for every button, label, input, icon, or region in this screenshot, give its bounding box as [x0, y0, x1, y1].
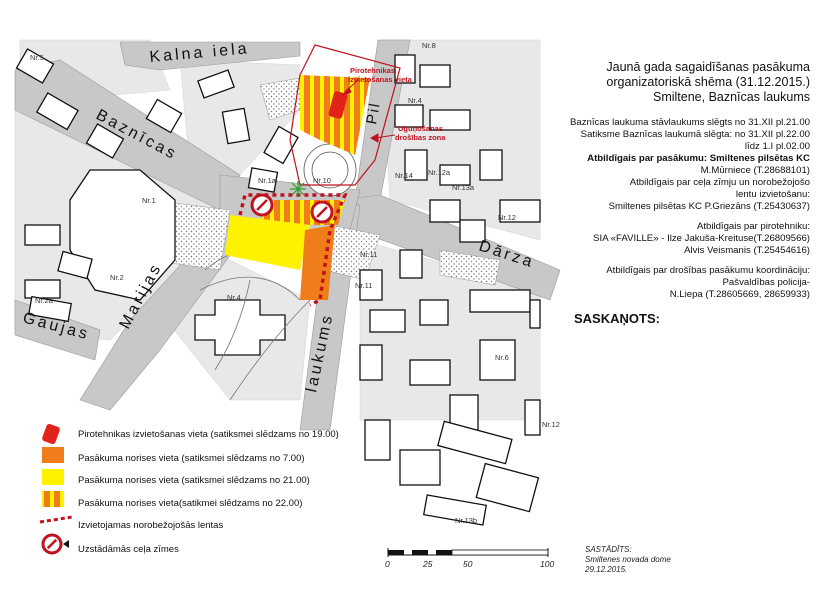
legend-tape-line: [39, 515, 73, 524]
legend-item-1: Pirotehnikas izvietošanas vieta (satiksm…: [78, 429, 339, 440]
info-line: SIA «FAVILLE» - Ilze Jakuša-Kreituse(T.2…: [593, 233, 810, 244]
info-line: Atbildīgais par pirotehniku:: [696, 221, 810, 232]
info-line: Smiltenes pilsētas KC P.Griezāns (T.2543…: [608, 201, 810, 212]
park-paths: [199, 247, 311, 401]
svg-text:Nr.2: Nr.2: [110, 273, 124, 282]
title-line-2: organizatoriskā shēma (31.12.2015.): [606, 75, 810, 89]
scale-tick-25: 25: [423, 559, 433, 569]
legend-item-5: Izvietojamas norobežojošās lentas: [78, 520, 224, 531]
info-line: Pašvaldības policija-: [722, 277, 810, 288]
svg-text:Nr.5: Nr.5: [30, 53, 44, 62]
scale-tick-50: 50: [463, 559, 473, 569]
info-line: lentu izvietošanu:: [735, 189, 810, 200]
legend-item-2: Pasākuma norises vieta (satiksmei slēdza…: [78, 453, 305, 464]
credit-line-2: Smiltenes novada dome: [585, 555, 671, 564]
legend-orange-swatch: [42, 447, 64, 463]
svg-text:Nr.12a: Nr.12a: [428, 168, 451, 177]
svg-text:Nr.13b: Nr.13b: [455, 516, 477, 525]
barrier-tape: [238, 193, 348, 307]
info-line: [540, 257, 810, 265]
svg-text:Nr.13a: Nr.13a: [452, 183, 475, 192]
info-line: [540, 213, 810, 221]
orange-zone: [300, 225, 335, 300]
pyro-label-2: izvietošanas vieta: [348, 75, 413, 84]
legend-striped-swatch: [42, 491, 64, 507]
info-line: Atbildīgais par pasākumu: Smiltenes pils…: [587, 153, 810, 164]
svg-text:Nr.6: Nr.6: [495, 353, 509, 362]
svg-text:Nr.10: Nr.10: [313, 176, 331, 185]
fire-safety-zone: [289, 44, 401, 186]
annotation-arrows: [342, 79, 396, 143]
title-line-3: Smiltene, Baznīcas laukums: [652, 90, 810, 104]
pyro-label-1: Pirotehnikas: [350, 66, 395, 75]
legend-sign-icon: [41, 533, 69, 555]
road-sign-1: [250, 193, 274, 217]
svg-text:Nr.12: Nr.12: [498, 213, 516, 222]
info-line: M.Mūrniece (T.28688101): [700, 165, 810, 176]
info-line: Atbildīgais par drošības pasākumu koordi…: [606, 265, 810, 276]
svg-text:Nr.1: Nr.1: [142, 196, 156, 205]
scale-bar: [387, 548, 549, 557]
legend-symbols: [39, 423, 73, 555]
approval-heading: SASKAŅOTS:: [574, 311, 660, 326]
info-line: Atbildīgais par ceļa zīmju un norobežojo…: [629, 177, 810, 188]
svg-text:Nr.4: Nr.4: [227, 293, 241, 302]
fire-label-2: drošības zona: [395, 133, 446, 142]
scale-tick-0: 0: [385, 559, 390, 569]
credit-block: SASTĀDĪTS: Smiltenes novada dome 29.12.2…: [585, 545, 671, 575]
pyro-site-marker: [328, 91, 348, 119]
legend-yellow-swatch: [42, 469, 64, 485]
svg-text:Nr.12: Nr.12: [542, 420, 560, 429]
svg-text:Nr.11: Nr.11: [355, 281, 372, 290]
scale-tick-100: 100: [540, 559, 555, 569]
street-label-pils: Pil: [363, 100, 384, 125]
svg-text:Nr.11: Nr.11: [360, 250, 377, 259]
legend-item-4: Pasākuma norises vieta(satikmei slēdzams…: [78, 498, 303, 509]
info-line: Satiksme Baznīcas laukumā slēgta: no 31.…: [580, 129, 810, 140]
christmas-tree-icon: [290, 181, 306, 197]
buildings: [15, 48, 541, 526]
legend-item-6: Uzstādāmās ceļa zīmes: [78, 544, 179, 555]
info-line: līdz 1.I pl.02.00: [744, 141, 810, 152]
legend-pyro-icon: [42, 423, 60, 445]
svg-text:Nr.14: Nr.14: [395, 171, 413, 180]
yellow-zone: [225, 215, 310, 270]
credit-line-3: 29.12.2015.: [585, 565, 628, 574]
info-panel: Jaunā gada sagaidīšanas pasākuma organiz…: [540, 60, 810, 326]
legend-item-3: Pasākuma norises vieta (satiksmei slēdza…: [78, 475, 310, 486]
svg-text:Nr.4: Nr.4: [408, 96, 422, 105]
road-sign-2: [310, 200, 334, 224]
credit-line-1: SASTĀDĪTS:: [585, 545, 632, 554]
info-line: Baznīcas laukuma stāvlaukums slēgts no 3…: [570, 117, 810, 128]
svg-text:Nr.8: Nr.8: [422, 41, 436, 50]
fire-label-1: Uguņošanas: [398, 124, 443, 133]
house-numbers: Nr.5 Nr.8 Nr.4 Nr.10 Nr.1a Nr.12a Nr.13a…: [30, 41, 560, 525]
info-lines: Baznīcas laukuma stāvlaukums slēgts no 3…: [540, 117, 810, 301]
info-line: Alvis Veismanis (T.25454616): [684, 245, 810, 256]
info-line: N.Liepa (T.28605669, 28659933): [669, 289, 810, 300]
svg-text:Nr.2a: Nr.2a: [35, 296, 54, 305]
zone-labels: Pirotehnikas izvietošanas vieta Uguņošan…: [348, 66, 446, 142]
road-signs: [250, 193, 334, 224]
svg-text:Nr.1a: Nr.1a: [258, 176, 277, 185]
title-line-1: Jaunā gada sagaidīšanas pasākuma: [606, 60, 810, 74]
